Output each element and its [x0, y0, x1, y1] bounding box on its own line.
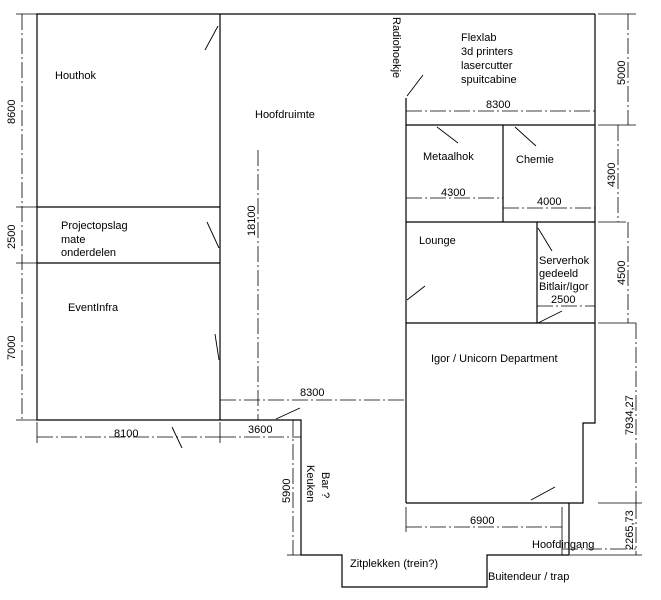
room-label-metaalhok: Metaalhok: [423, 151, 474, 163]
door-metaalhok: [436, 126, 459, 144]
dim-label-left-top: 8600: [6, 100, 18, 124]
door-houthok: [204, 25, 219, 51]
room-label-lounge: Lounge: [419, 235, 456, 247]
door-igor: [530, 486, 556, 501]
dim-label-keuken: 5900: [281, 479, 293, 503]
room-label-projectopslag-3: onderdelen: [61, 247, 116, 259]
room-label-projectopslag-1: Projectopslag: [61, 220, 128, 232]
door-serverhok: [537, 310, 563, 324]
room-label-serverhok-3: Bitlair/Igor: [539, 281, 589, 293]
wall-igor-right: [406, 323, 596, 504]
door-eventinfra: [214, 333, 220, 361]
dimension-lines: [16, 13, 642, 556]
room-label-hoofdingang: Hoofdingang: [532, 539, 594, 551]
door-chemie: [514, 126, 537, 147]
dim-label-right-metaal: 4300: [606, 163, 618, 187]
dim-label-right-lounge: 4500: [616, 261, 628, 285]
dim-label-left-mid: 2500: [6, 225, 18, 249]
door-projectopslag: [206, 221, 220, 249]
dim-label-serverhok: 2500: [551, 294, 575, 306]
door-bottom-left: [171, 426, 183, 449]
room-label-serverhok-1: Serverhok: [539, 255, 590, 267]
walls: [36, 13, 596, 588]
door-serverhok-side: [537, 227, 553, 252]
door-lounge: [406, 285, 426, 301]
room-label-igor: Igor / Unicorn Department: [431, 353, 558, 365]
room-label-flexlab-2: 3d printers: [461, 46, 513, 58]
dim-label-chemie: 4000: [537, 196, 561, 208]
room-label-flexlab-4: spuitcabine: [461, 74, 517, 86]
dim-label-corridor: 3600: [248, 424, 272, 436]
room-label-keuken: Keuken: [304, 465, 316, 502]
room-label-radiohoekje: Radiohoekje: [390, 17, 402, 78]
door-corridor: [275, 407, 301, 420]
room-labels: Houthok Hoofdruimte Radiohoekje Flexlab …: [55, 17, 594, 583]
room-label-serverhok-2: gedeeld: [539, 268, 578, 280]
room-label-hoofdruimte: Hoofdruimte: [255, 109, 315, 121]
room-label-projectopslag-2: mate: [61, 234, 85, 246]
dim-label-right-flexlab: 5000: [616, 61, 628, 85]
room-label-flexlab-1: Flexlab: [461, 32, 496, 44]
wall-bottom-corridor: [220, 419, 570, 588]
room-label-chemie: Chemie: [516, 154, 554, 166]
dim-label-hoofdruimte-height: 18100: [246, 205, 258, 236]
dim-label-igor: 6900: [470, 515, 494, 527]
room-label-bar: Bar ?: [319, 472, 331, 498]
room-label-houthok: Houthok: [55, 70, 96, 82]
doors: [171, 25, 563, 501]
room-label-eventinfra: EventInfra: [68, 302, 119, 314]
dim-label-right-entrance: 2265,73: [624, 510, 636, 550]
dim-label-metaalhok: 4300: [441, 187, 465, 199]
dim-label-right-igor: 7934,27: [624, 395, 636, 435]
dimension-labels: 8600 2500 7000 18100 8100 3600 8300 8300…: [6, 61, 636, 550]
room-label-buitendeur: Buitendeur / trap: [488, 571, 569, 583]
room-label-zitplekken: Zitplekken (trein?): [350, 558, 438, 570]
dim-label-hoofdruimte-width: 8300: [300, 387, 324, 399]
dim-label-bottom-left: 8100: [114, 428, 138, 440]
door-flexlab: [406, 74, 424, 97]
dim-label-flexlab: 8300: [486, 99, 510, 111]
dim-label-left-bottom: 7000: [6, 336, 18, 360]
wall-left-block: [36, 13, 220, 421]
room-label-flexlab-3: lasercutter: [461, 60, 513, 72]
